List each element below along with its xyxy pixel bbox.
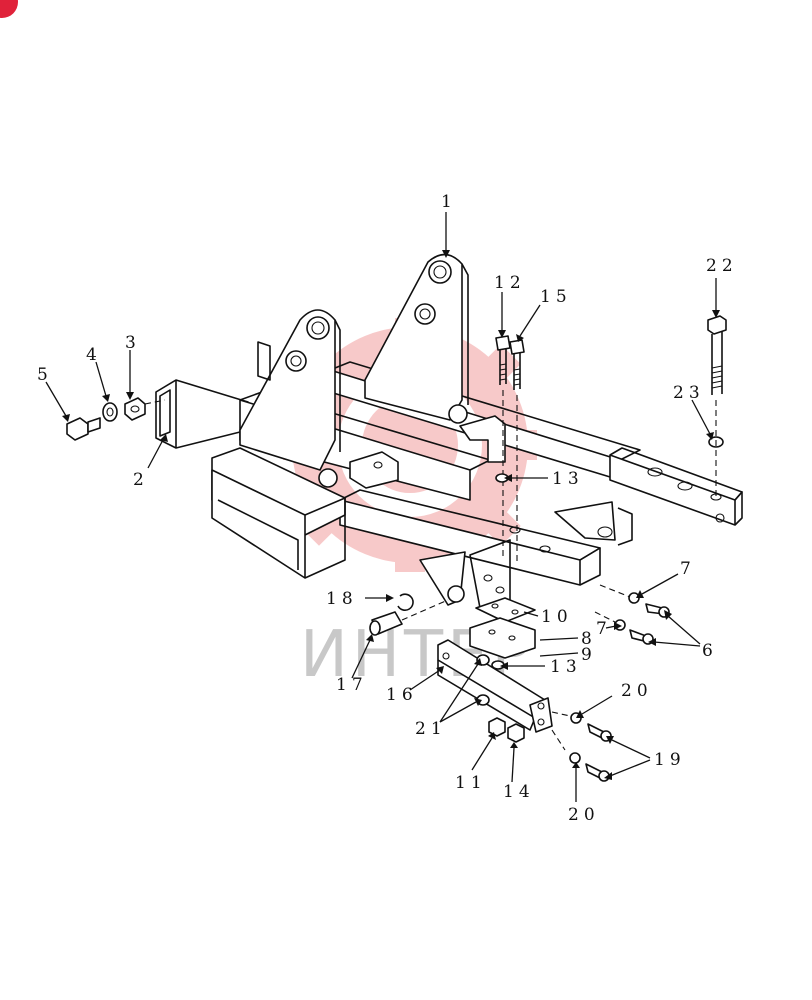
hitch-tower-right (364, 253, 506, 463)
callout-6: 6 (702, 641, 718, 661)
callout-labels: 1 2 3 4 5 6 7 7 8 9 10 11 12 13 13 14 15… (37, 192, 738, 825)
washer-20b (569, 752, 581, 764)
callout-19: 19 (654, 750, 686, 770)
callout-11: 11 (455, 773, 487, 793)
nut-14 (507, 723, 525, 743)
bolt-5 (66, 417, 101, 441)
hitch-tower-left (239, 309, 341, 488)
callout-9: 9 (581, 645, 597, 665)
callout-14: 14 (503, 782, 535, 802)
callout-1: 1 (441, 192, 457, 212)
plate-10 (475, 597, 536, 623)
bolt-15 (509, 339, 525, 390)
nut-11 (488, 717, 506, 737)
callout-13b: 13 (550, 657, 582, 677)
callout-17: 17 (336, 675, 368, 695)
callout-18: 18 (326, 589, 358, 609)
callout-16: 16 (386, 685, 418, 705)
bolt-19b (585, 763, 610, 782)
callout-4: 4 (86, 345, 102, 365)
callout-23: 23 (673, 383, 705, 403)
leader-lines (45, 212, 720, 802)
callout-12: 12 (494, 273, 526, 293)
callout-15: 15 (540, 287, 572, 307)
square-nut-3 (124, 397, 146, 421)
pin-17 (369, 611, 403, 636)
corner-badge (0, 0, 18, 18)
washer-4 (102, 402, 118, 422)
clip-18 (397, 593, 414, 611)
callout-7b: 7 (596, 619, 612, 639)
callout-2: 2 (133, 470, 149, 490)
callout-10: 10 (541, 607, 573, 627)
callout-20a: 20 (621, 681, 653, 701)
callout-8: 8 (581, 629, 597, 649)
callout-3: 3 (125, 333, 141, 353)
callout-13a: 13 (552, 469, 584, 489)
bolt-6a (645, 603, 670, 618)
bolt-22 (707, 315, 727, 395)
callout-20b: 20 (568, 805, 600, 825)
bolt-12 (495, 335, 511, 385)
bracket-8 (469, 617, 536, 659)
callout-5: 5 (37, 365, 53, 385)
callout-22: 22 (706, 256, 738, 276)
callout-7a: 7 (680, 559, 696, 579)
callout-21: 21 (415, 719, 447, 739)
